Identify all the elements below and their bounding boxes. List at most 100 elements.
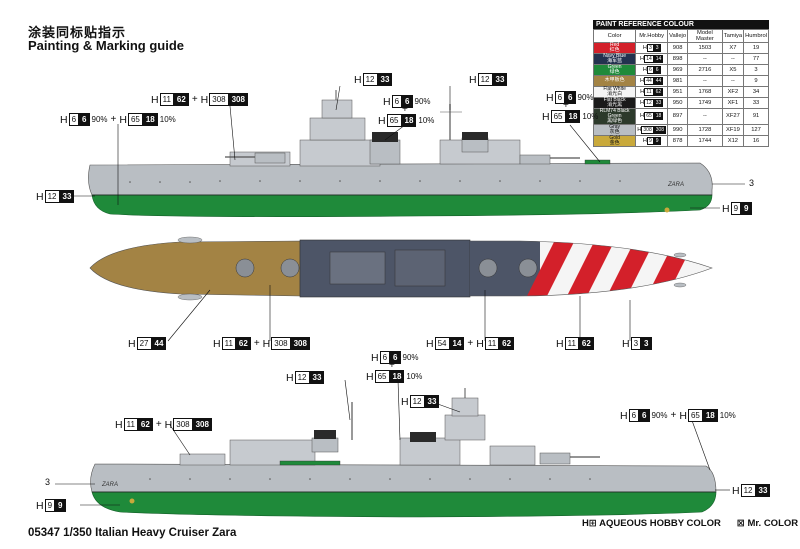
cell-vallejo: 990 (667, 123, 689, 136)
paint-legend: H⊞ AQUEOUS HOBBY COLOR⊠ Mr. COLOR (582, 518, 798, 529)
hull-upper-gray-port (90, 463, 717, 493)
callout-three-top: 3 (749, 178, 755, 188)
cell-tamiya: XF2 (721, 85, 745, 98)
cell-mm: 1503 (687, 42, 723, 54)
hobby-number: 44 (644, 76, 654, 85)
swatch-label-cn: 木甲板色 (604, 77, 625, 84)
side-profile-starboard: ZARA (88, 90, 713, 217)
swatch-label-en: Red (610, 42, 620, 48)
paint-reference-table: PAINT REFERENCE COLOUR Color Mr.Hobby Va… (592, 20, 769, 147)
cell-tamiya: -- (721, 53, 745, 65)
title-chinese: 涂装同标贴指示 (28, 25, 127, 40)
cell-humbrol: 127 (743, 123, 769, 136)
table-header-row: Color Mr.Hobby Vallejo Model Master Tami… (592, 29, 769, 43)
hobby-number: 6 (646, 66, 654, 74)
col-tamiya: Tamiya (721, 29, 745, 43)
cell-mm: 2716 (687, 64, 723, 76)
cell-mm: 1728 (687, 123, 723, 136)
hobby-number: 11 (644, 87, 654, 96)
paint-reference-title: PAINT REFERENCE COLOUR (593, 20, 769, 29)
hull-lower-green-port (91, 491, 717, 518)
cell-mm: -- (687, 75, 723, 87)
mrcolor-number: 14 (653, 55, 664, 63)
legend-aqueous: H⊞ AQUEOUS HOBBY COLOR (582, 518, 721, 529)
hobby-number: 12 (644, 98, 654, 107)
mrcolor-number: 6 (653, 66, 661, 74)
cell-vallejo: 981 (667, 75, 689, 87)
mrcolor-number: 18 (653, 112, 664, 120)
swatch-label-cn: 绿色 (609, 69, 620, 75)
cell-humbrol: 16 (743, 134, 769, 147)
cell-tamiya: XF27 (721, 107, 745, 125)
callout-three-bottom: 3 (45, 477, 51, 487)
swatch-label-cn: 消光黑 (607, 101, 623, 108)
cell-humbrol: 34 (743, 85, 769, 98)
swatch-label-cn: 红色 (609, 47, 620, 53)
cell-vallejo: 969 (667, 64, 689, 76)
hobby-number: 308 (641, 125, 654, 134)
cell-tamiya: XF19 (721, 123, 745, 136)
swatch-label-en: Gold (609, 134, 620, 141)
cell-tamiya: XF1 (721, 96, 745, 109)
cell-vallejo: 908 (667, 42, 689, 54)
cell-humbrol: 77 (743, 53, 769, 65)
cell-vallejo: 950 (667, 96, 689, 109)
cell-humbrol: 19 (743, 42, 769, 54)
col-modelmaster: Model Master (687, 29, 723, 43)
swatch-label-en: Flat White (603, 85, 626, 92)
deck-plan-view (89, 236, 713, 301)
mrcolor-number: 62 (653, 87, 664, 96)
mrcolor-number: 3 (653, 44, 661, 52)
mrcolor-number: 33 (653, 98, 664, 107)
col-mrhobby: Mr.Hobby (635, 29, 669, 43)
swatch-label-cn: 黑绿色 (607, 117, 623, 124)
swatch-label-cn: 灰色 (609, 128, 620, 135)
cell-humbrol: 9 (743, 75, 769, 87)
cell-tamiya: -- (721, 75, 745, 87)
hull-upper-gray (88, 162, 713, 196)
hull-lower-green (91, 194, 713, 217)
cell-tamiya: X7 (721, 42, 745, 54)
col-vallejo: Vallejo (667, 29, 689, 43)
col-color: Color (592, 29, 637, 43)
cell-mm: 1768 (687, 85, 723, 98)
swatch-label-cn: 金色 (609, 139, 620, 146)
cell-mm: 1744 (687, 134, 723, 147)
cell-vallejo: 878 (667, 134, 689, 147)
cell-mm: -- (687, 107, 723, 125)
cell-humbrol: 3 (743, 64, 769, 76)
hobby-number: 9 (646, 136, 654, 145)
swatch-label-cn: 海军蓝 (607, 58, 623, 64)
ship-name-top: ZARA (667, 182, 684, 188)
bow-recognition-stripes (470, 241, 712, 296)
